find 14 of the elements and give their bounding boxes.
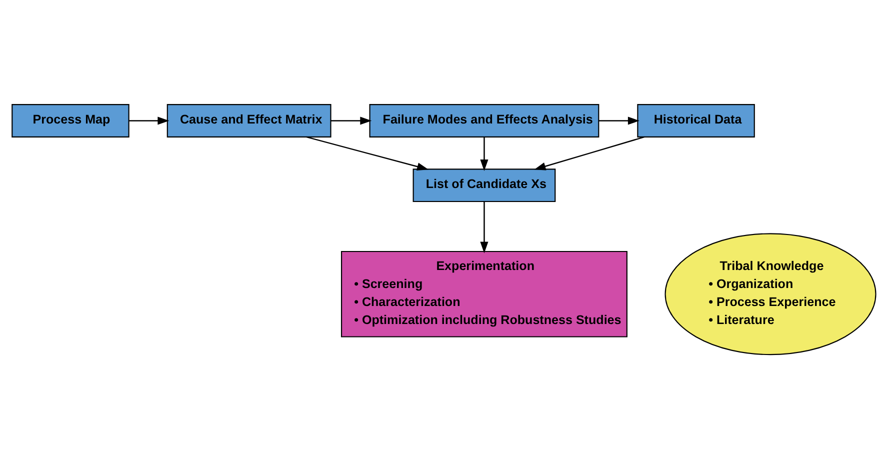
arrow	[306, 136, 429, 170]
arrow	[534, 136, 645, 170]
arrow	[598, 116, 640, 124]
node-box: Failure Modes and Effects Analysis	[369, 104, 600, 137]
node-box: Experimentation • Screening • Characterization • Optimization including Robustness Studies	[340, 250, 628, 337]
node-ellipse: Tribal Knowledge • Organization • Process Experience • Literature	[664, 232, 876, 355]
node-box: Historical Data	[637, 104, 755, 137]
arrow	[480, 136, 488, 171]
arrow	[480, 201, 488, 253]
node-box: List of Candidate Xs	[412, 168, 556, 202]
arrow	[129, 116, 170, 124]
arrow	[330, 116, 372, 124]
node-box: Cause and Effect Matrix	[166, 104, 332, 137]
node-box: Process Map	[12, 104, 130, 137]
